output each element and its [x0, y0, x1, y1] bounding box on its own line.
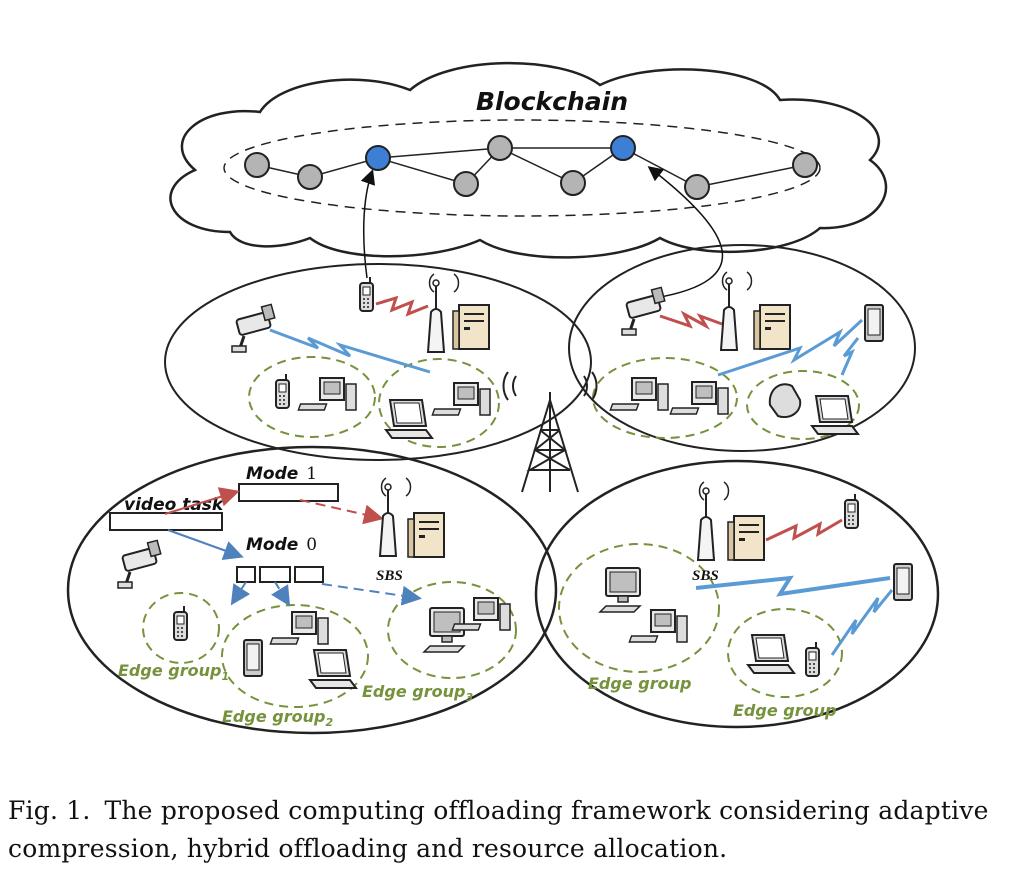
laptop-icon: [811, 395, 859, 435]
mode0-label: Mode 0: [246, 535, 317, 555]
wireless-link-red: [375, 295, 429, 317]
blockchain-cloud: Blockchain: [169, 61, 888, 259]
edge-group-ring: [378, 358, 500, 448]
caption-label: Fig. 1.: [8, 796, 91, 825]
edge-group-ring: [221, 604, 369, 708]
edge-group-right2-label: Edge group: [733, 701, 836, 720]
blockchain-node: [453, 171, 479, 197]
video-task-bar: [109, 512, 223, 531]
phone-icon: [173, 605, 188, 641]
edge-group-ring: [248, 356, 376, 438]
blockchain-node: [244, 152, 270, 178]
mode0-subtask-bar: [259, 566, 291, 583]
blockchain-node: [487, 135, 513, 161]
blockchain-nodes: [244, 135, 818, 200]
tablet-icon: [893, 563, 913, 601]
caption-text: The proposed computing offloading framew…: [8, 796, 989, 863]
edge-group2-label: Edge group2: [222, 707, 333, 729]
desktop-icon: [297, 377, 357, 411]
wireless-link-red: [659, 310, 723, 330]
video-task-label: video task: [124, 495, 225, 515]
phone-icon: [805, 641, 820, 677]
phone-icon: [844, 493, 859, 529]
small-base-station-icon: [379, 477, 412, 557]
cell-top-left: [164, 263, 592, 461]
blockchain-node: [297, 164, 323, 190]
edge-group-ring: [592, 357, 738, 439]
mode1-offload-arrow: [299, 499, 384, 525]
mode0-offload-arrow: [230, 581, 251, 606]
wireless-link-blue: [695, 575, 891, 597]
tablet-icon: [864, 304, 884, 342]
desktop-icon: [609, 377, 669, 411]
wireless-link-blue: [840, 337, 860, 376]
edge-group1-label: Edge group1: [118, 661, 229, 683]
blockchain-node-highlight: [610, 135, 636, 161]
flip-phone-icon: [768, 383, 802, 418]
edge-group-ring: [142, 592, 220, 664]
desktop-icon: [269, 611, 329, 645]
sbs-label-left: SBS: [376, 568, 403, 584]
wireless-link-blue: [717, 318, 864, 377]
edge-server-icon: [452, 304, 490, 350]
mode0-offload-arrow: [271, 581, 291, 607]
mode1-label: Mode 1: [246, 464, 317, 484]
desktop-icon: [628, 609, 688, 643]
upload-arrow-right: [647, 166, 724, 299]
figure-caption: Fig. 1.The proposed computing offloading…: [8, 792, 1023, 868]
tablet-icon: [243, 639, 263, 677]
blockchain-node: [684, 174, 710, 200]
blockchain-title: Blockchain: [476, 87, 628, 116]
small-base-station-icon: [720, 271, 753, 351]
small-base-station-icon: [697, 481, 730, 561]
mode1-task-bar: [238, 483, 339, 502]
surveillance-camera-icon: [230, 302, 277, 354]
macro-base-station-icon: [502, 371, 598, 493]
edge-server-icon: [407, 512, 445, 558]
sbs-label-right: SBS: [692, 568, 719, 584]
blockchain-node: [560, 170, 586, 196]
wireless-link-blue: [269, 328, 431, 374]
laptop-icon: [309, 649, 357, 689]
upload-arrow-left: [360, 169, 376, 279]
mode0-subtask-bar: [236, 566, 256, 583]
cell-top-right: [568, 244, 916, 452]
phone-icon: [275, 373, 290, 409]
edge-group3-label: Edge group3: [362, 682, 473, 704]
mode0-offload-arrow: [321, 583, 422, 606]
cell-bottom-left: [66, 445, 558, 735]
desktop-icon: [431, 382, 491, 416]
edge-group-ring: [727, 608, 843, 698]
mode0-subtask-bar: [294, 566, 324, 583]
offloading-framework-diagram: Blockchain: [66, 61, 940, 735]
surveillance-camera-icon: [620, 285, 667, 337]
edge-group-right1-label: Edge group: [588, 674, 691, 693]
surveillance-camera-icon: [116, 538, 163, 590]
phone-icon: [359, 276, 374, 312]
edge-group-ring: [746, 370, 860, 440]
blockchain-node: [792, 152, 818, 178]
laptop-icon: [747, 634, 795, 674]
laptop-icon: [385, 399, 433, 439]
edge-group-ring: [387, 581, 517, 679]
edge-server-icon: [753, 304, 791, 350]
edge-group-ring: [558, 543, 720, 673]
mode1-arrow: [164, 487, 240, 515]
mode0-arrow: [167, 529, 244, 560]
blockchain-node-highlight: [365, 145, 391, 171]
desktop-icon: [669, 381, 729, 415]
wireless-link-blue: [830, 589, 894, 656]
cell-bottom-right: [534, 459, 940, 729]
edge-server-icon: [727, 515, 765, 561]
wireless-link-red: [765, 518, 843, 542]
monitor-icon: [599, 567, 641, 613]
